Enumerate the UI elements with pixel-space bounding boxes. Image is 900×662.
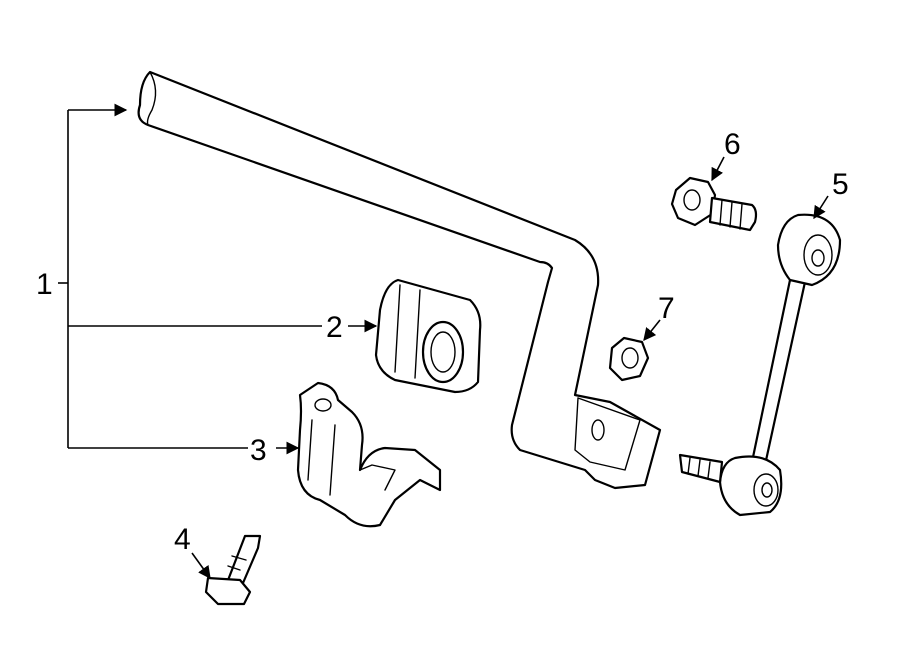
stabilizer-bar[interactable] [137,70,662,490]
callout-4: 4 [174,523,191,556]
callout-6: 6 [724,128,741,161]
callout-5: 5 [832,168,849,201]
link-nut[interactable] [608,336,650,382]
stabilizer-link[interactable] [678,213,842,517]
link-bolt[interactable] [670,176,758,232]
callout-7: 7 [658,292,675,325]
callout-3: 3 [250,434,267,467]
bracket-bolt[interactable] [204,534,262,606]
callout-1: 1 [36,268,53,301]
bushing-bracket[interactable] [296,381,442,528]
stabilizer-bushing[interactable] [374,278,482,394]
leader-lines [58,103,829,580]
callout-2: 2 [326,311,343,344]
